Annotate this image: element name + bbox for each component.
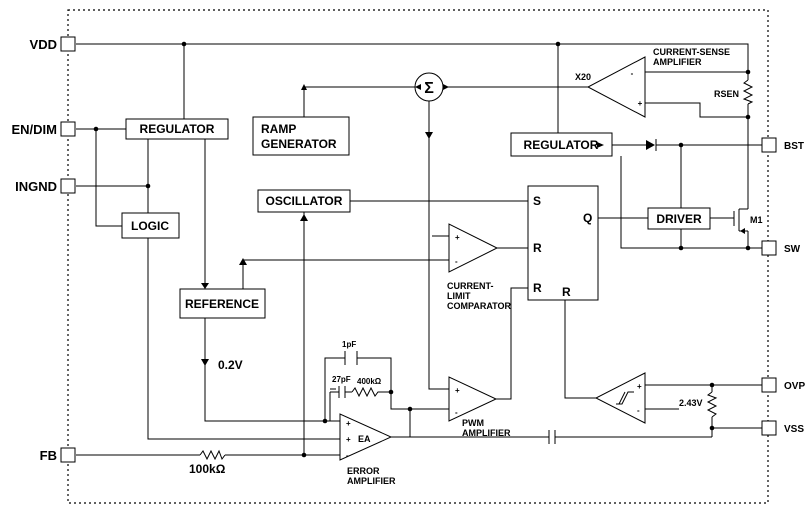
cs-amp-label-2: AMPLIFIER	[653, 57, 702, 67]
pwm-amp-minus: -	[455, 408, 458, 417]
latch-r3-label: R	[562, 285, 571, 299]
logic-label: LOGIC	[131, 219, 169, 233]
pin-ovp-label: OVP	[784, 381, 805, 392]
rsen-resistor: RSEN	[714, 79, 754, 105]
ovp-threshold-label: 2.43V	[679, 398, 703, 408]
pin-sw: SW	[761, 240, 801, 256]
regulator-right-label: REGULATOR	[524, 138, 599, 152]
error-amplifier: + + - EA ERROR AMPLIFIER	[339, 413, 396, 486]
ovp-comparator: + -	[594, 372, 646, 424]
pin-vdd-label: VDD	[30, 37, 57, 52]
pin-ovp: OVP	[761, 377, 805, 393]
ea-label-1: ERROR	[347, 466, 380, 476]
pin-ingnd-label: INGND	[15, 179, 57, 194]
ea-minus: -	[346, 451, 349, 460]
ovp-comp-plus: +	[637, 382, 642, 391]
pin-vss: VSS	[761, 420, 804, 436]
oscillator-label: OSCILLATOR	[266, 194, 343, 208]
pin-bst-label: BST	[784, 141, 804, 152]
cl-comp-label-1: CURRENT-	[447, 281, 494, 291]
ea-label: EA	[358, 434, 371, 444]
pin-bst: BST	[761, 137, 804, 153]
ea-label-2: AMPLIFIER	[347, 476, 396, 486]
oscillator-block: OSCILLATOR	[257, 189, 351, 213]
cs-amp-plus: +	[638, 99, 643, 108]
pwm-amp-plus: +	[455, 386, 460, 395]
current-sense-amplifier: - + X20 CURRENT-SENSE AMPLIFIER	[575, 47, 730, 118]
pwm-amp-label-1: PWM	[462, 418, 484, 428]
driver-label: DRIVER	[656, 212, 702, 226]
pin-vdd: VDD	[30, 36, 76, 52]
pin-en-dim: EN/DIM	[12, 121, 76, 137]
m1-label: M1	[750, 215, 763, 225]
junction-dots	[93, 41, 751, 458]
driver-block: DRIVER	[647, 207, 711, 230]
ovp-reference-resistor: 2.43V	[679, 391, 718, 418]
reference-block: REFERENCE	[179, 288, 266, 319]
bst-diode	[646, 139, 657, 151]
res-100k-label: 100kΩ	[189, 462, 226, 476]
res-400k: 400kΩ	[351, 377, 382, 398]
ea-plus-1: +	[346, 419, 351, 428]
res-100k: 100kΩ	[189, 449, 226, 476]
wiring	[76, 43, 762, 456]
cap-1pf-label: 1pF	[342, 340, 356, 349]
pwm-amplifier: + - PWM AMPLIFIER	[448, 376, 511, 438]
cl-comp-plus: +	[455, 233, 460, 242]
pin-vss-label: VSS	[784, 424, 804, 435]
summer-symbol: Σ	[424, 80, 434, 97]
cap-27pf: 27pF	[330, 375, 351, 398]
latch-r2-label: R	[533, 281, 542, 295]
mosfet-m1: M1	[733, 208, 763, 234]
arrowheads	[201, 132, 604, 366]
cl-comp-label-2: LIMIT	[447, 291, 471, 301]
latch-r1-label: R	[533, 241, 542, 255]
output-coupling-cap	[548, 430, 556, 444]
pin-sw-label: SW	[784, 244, 801, 255]
ic-boundary	[67, 9, 769, 504]
ea-plus-2: +	[346, 435, 351, 444]
ramp-generator-label-1: RAMP	[261, 122, 296, 136]
reference-label: REFERENCE	[185, 297, 259, 311]
pwm-amp-label-2: AMPLIFIER	[462, 428, 511, 438]
ramp-generator-block: RAMP GENERATOR	[252, 116, 350, 156]
cl-comp-label-3: COMPARATOR	[447, 301, 511, 311]
logic-block: LOGIC	[121, 212, 180, 239]
cs-amp-minus: -	[631, 69, 634, 78]
pin-ingnd: INGND	[15, 178, 76, 194]
pin-fb-label: FB	[40, 448, 57, 463]
res-400k-label: 400kΩ	[357, 377, 382, 386]
ovp-comp-minus: -	[637, 406, 640, 415]
cs-amp-label-1: CURRENT-SENSE	[653, 47, 730, 57]
pin-en-dim-label: EN/DIM	[12, 122, 58, 137]
current-limit-comparator: + - CURRENT- LIMIT COMPARATOR	[447, 223, 511, 311]
regulator-left-block: REGULATOR	[125, 118, 229, 140]
cl-comp-minus: -	[455, 257, 458, 266]
latch-s-label: S	[533, 194, 541, 208]
summing-junction: Σ	[301, 72, 449, 102]
ramp-generator-label-2: GENERATOR	[261, 137, 337, 151]
regulator-right-block: REGULATOR	[510, 132, 613, 157]
cs-amp-gain: X20	[575, 72, 591, 82]
regulator-left-label: REGULATOR	[140, 122, 215, 136]
rsen-label: RSEN	[714, 89, 739, 99]
pin-fb: FB	[40, 447, 76, 463]
sr-latch: S R R R Q	[527, 185, 599, 301]
cap-27pf-label: 27pF	[332, 375, 351, 384]
latch-q-label: Q	[583, 211, 592, 225]
cap-1pf: 1pF	[342, 340, 358, 365]
ref-voltage-label: 0.2V	[218, 358, 243, 372]
